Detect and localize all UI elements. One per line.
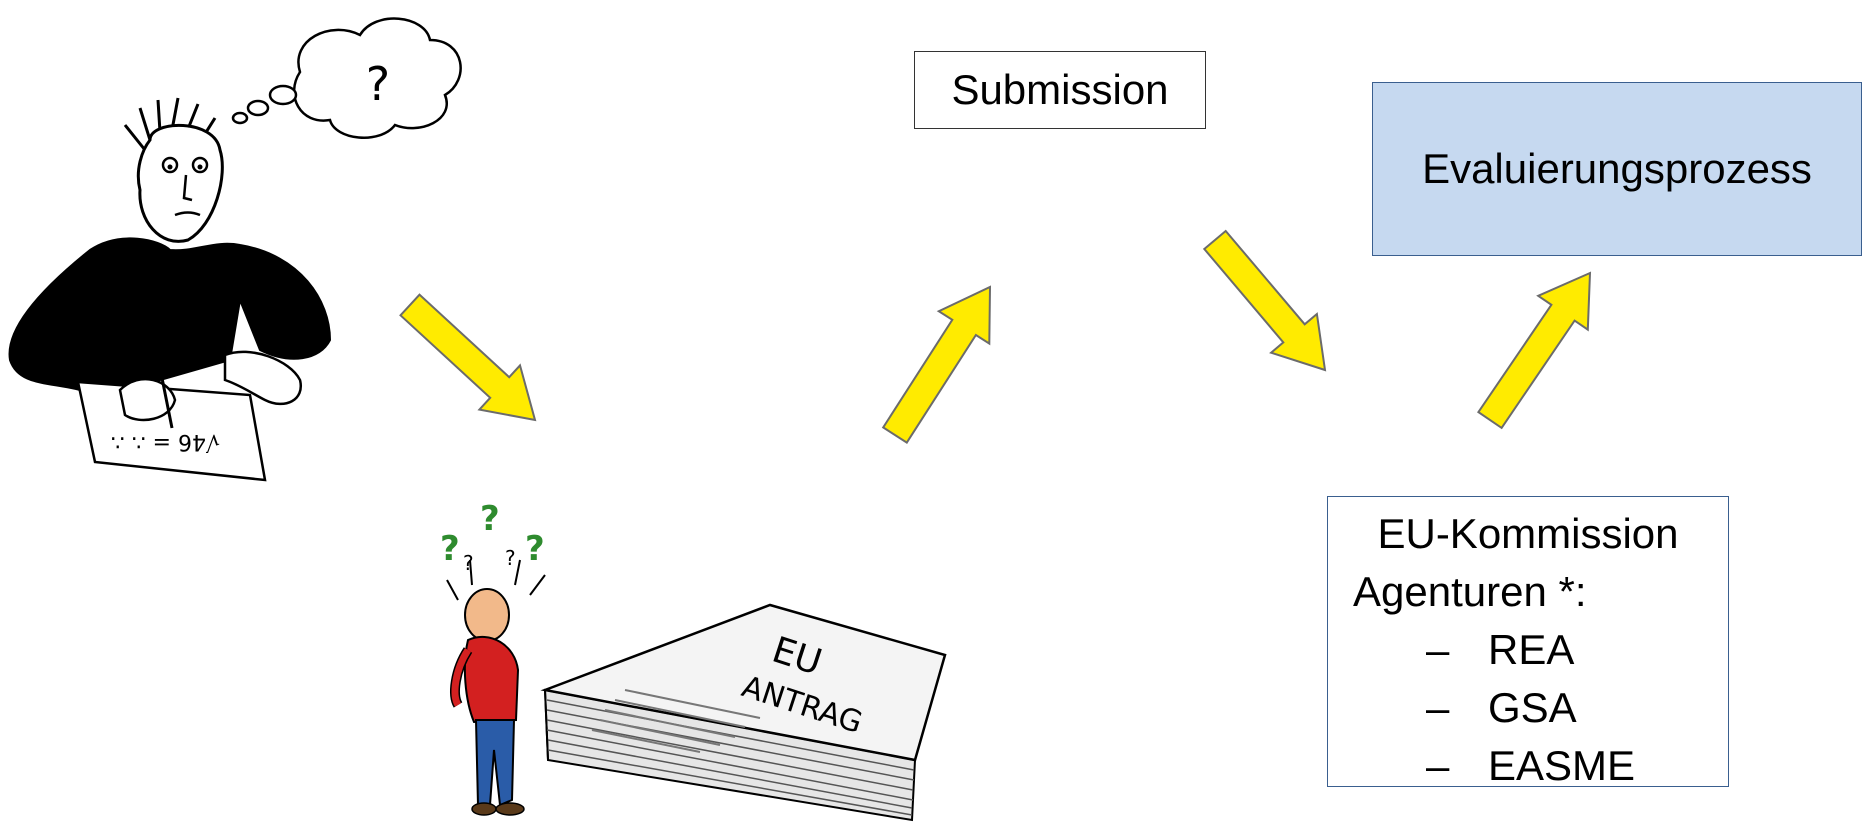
agency-heading: EU-Kommission (1377, 510, 1679, 557)
submission-box: Submission (914, 51, 1206, 129)
arrow-down-right-2 (1202, 229, 1327, 372)
arrow-up-right-2 (1477, 271, 1592, 430)
evaluation-process-box: Evaluierungsprozess (1372, 82, 1862, 256)
svg-text:?: ? (505, 546, 516, 570)
agency-list: –REA –GSA –EASME (1328, 621, 1728, 795)
thought-question-mark: ? (366, 57, 390, 111)
agency-subheading: Agenturen *: (1353, 568, 1587, 615)
svg-text:?: ? (463, 551, 474, 575)
confused-person-icon: ? ? ? ? ? (440, 499, 546, 816)
agency-list-item: –EASME (1426, 742, 1636, 789)
paper-formula: √46 = ∴ ∴ (111, 429, 220, 454)
arrow-up-right-1 (881, 285, 992, 444)
document-stack-icon: EU ANTRAG (540, 603, 947, 822)
agency-list-item: –GSA (1426, 684, 1577, 731)
agency-list-item: –REA (1426, 626, 1575, 673)
agency-box: EU-Kommission Agenturen *: –REA –GSA –EA… (1327, 496, 1729, 789)
arrow-down-right-1 (399, 293, 537, 422)
evaluation-label: Evaluierungsprozess (1422, 145, 1812, 192)
submission-label: Submission (951, 66, 1169, 113)
svg-text:?: ? (440, 529, 460, 569)
svg-text:?: ? (525, 529, 545, 569)
svg-text:?: ? (480, 499, 500, 539)
flow-arrows (399, 229, 1592, 444)
thinking-person-icon: ? √46 = ∴ ∴ (8, 17, 462, 482)
